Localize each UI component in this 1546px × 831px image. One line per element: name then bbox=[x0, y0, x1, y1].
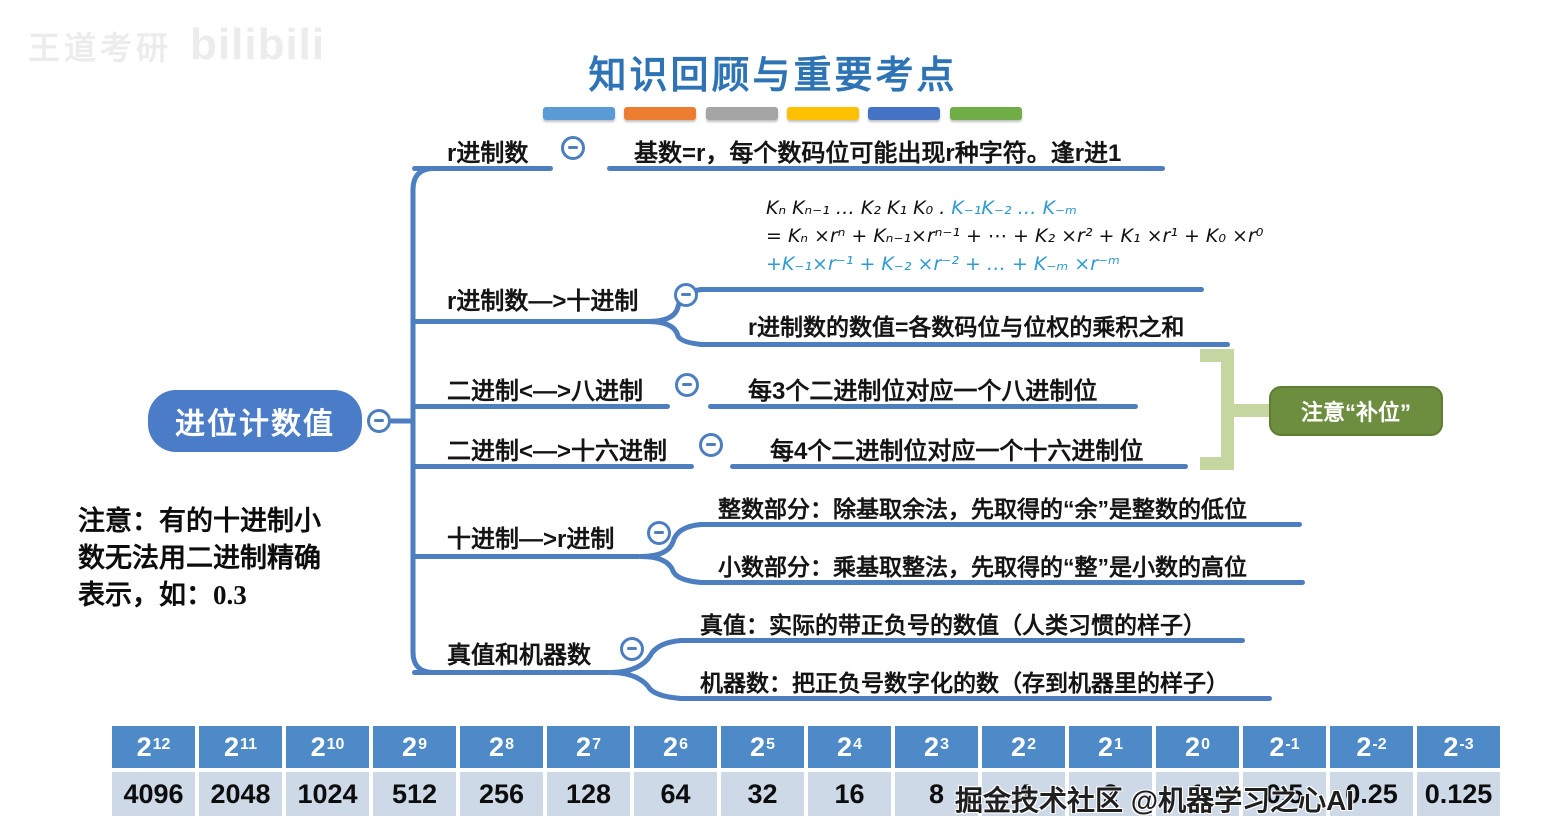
branch-underline bbox=[412, 670, 611, 675]
note-line: 数无法用二进制精确 bbox=[78, 543, 321, 573]
note-line: 注意：有的十进制小 bbox=[78, 506, 321, 536]
table-value-cell: 32 bbox=[721, 772, 804, 816]
table-value-cell: 512 bbox=[373, 772, 456, 816]
group-bracket bbox=[1234, 404, 1270, 417]
table-value-cell: 16 bbox=[808, 772, 891, 816]
branch-r-to-decimal-label: r进制数—>十进制 bbox=[447, 288, 639, 315]
collapse-icon[interactable] bbox=[620, 637, 644, 661]
branch-bin-oct-label: 二进制<—>八进制 bbox=[447, 378, 644, 405]
accent-bar-gold bbox=[787, 107, 859, 120]
group-bracket bbox=[1221, 349, 1234, 470]
table-value-cell: 2048 bbox=[199, 772, 282, 816]
branch-dec-to-r-label: 十进制—>r进制 bbox=[447, 526, 615, 553]
branch-underline bbox=[412, 554, 641, 559]
table-value-cell: 64 bbox=[634, 772, 717, 816]
root-node[interactable]: 进位计数值 bbox=[148, 390, 362, 452]
table-value-cell: 4096 bbox=[112, 772, 195, 816]
table-header-cell: 2-3 bbox=[1417, 726, 1500, 768]
accent-bar-darkblue bbox=[868, 107, 940, 120]
formula-integer-part: Kₙ Kₙ₋₁ … K₂ K₁ K₀ . bbox=[766, 197, 946, 219]
accent-bar-gray bbox=[706, 107, 778, 120]
collapse-icon[interactable] bbox=[675, 373, 699, 397]
branch-underline bbox=[698, 287, 1204, 292]
branch-truth-value-desc: 真值：实际的带正负号的数值（人类习惯的样子） bbox=[700, 612, 1206, 638]
branch-dec-to-r-integer-rule: 整数部分：除基取余法，先取得的“余”是整数的低位 bbox=[718, 496, 1247, 522]
branch-r-system-label: r进制数 bbox=[447, 140, 529, 167]
branch-underline bbox=[678, 638, 1245, 643]
branch-machine-number-desc: 机器数：把正负号数字化的数（存到机器里的样子） bbox=[700, 670, 1229, 696]
branch-underline bbox=[412, 166, 553, 171]
note-line: 表示，如：0.3 bbox=[78, 580, 247, 610]
table-header-cell: 2-2 bbox=[1330, 726, 1413, 768]
branch-bin-hex-desc: 每4个二进制位对应一个十六进制位 bbox=[770, 438, 1144, 465]
branch-r-to-decimal-desc: r进制数的数值=各数码位与位权的乘积之和 bbox=[748, 314, 1185, 340]
branch-bin-oct-desc: 每3个二进制位对应一个八进制位 bbox=[748, 378, 1098, 405]
branch-r-system-desc: 基数=r，每个数码位可能出现r种字符。逢r进1 bbox=[634, 140, 1122, 167]
formula-fraction-part: K₋₁K₋₂ … K₋ₘ bbox=[945, 197, 1077, 219]
branch-underline bbox=[678, 696, 1272, 701]
branch-bin-hex-label: 二进制<—>十六进制 bbox=[447, 438, 668, 465]
page-title: 知识回顾与重要考点 bbox=[588, 55, 958, 97]
decimal-fraction-note: 注意：有的十进制小 数无法用二进制精确 表示，如：0.3 bbox=[78, 503, 321, 614]
table-value-cell: 1 bbox=[1156, 772, 1239, 816]
collapse-icon[interactable] bbox=[647, 521, 671, 545]
branch-machine-number-label: 真值和机器数 bbox=[447, 642, 591, 669]
formula-expansion-fraction: +K₋₁×r⁻¹ + K₋₂ ×r⁻² + … + K₋ₘ ×r⁻ᵐ bbox=[766, 253, 1120, 275]
accent-bar-blue bbox=[543, 107, 615, 120]
table-value-cell: 0.25 bbox=[1330, 772, 1413, 816]
root-node-label: 进位计数值 bbox=[175, 408, 335, 441]
table-value-cell: 0.125 bbox=[1417, 772, 1500, 816]
branch-underline bbox=[708, 404, 1138, 409]
branch-underline bbox=[412, 319, 650, 324]
branch-underline bbox=[730, 464, 1188, 469]
table-value-cell: 8 bbox=[895, 772, 978, 816]
table-value-cell: 0.5 bbox=[1243, 772, 1326, 816]
formula-expansion-integer: = Kₙ ×rⁿ + Kₙ₋₁×rⁿ⁻¹ + ⋯ + K₂ ×r² + K₁ ×… bbox=[766, 225, 1264, 247]
table-value-cell: 2 bbox=[1069, 772, 1152, 816]
table-value-cell: 1024 bbox=[286, 772, 369, 816]
accent-bar-green bbox=[950, 107, 1022, 120]
watermark-bottom-right: 掘金技术社区 @机器学习之心AI bbox=[955, 785, 1355, 816]
branch-dec-to-r-fraction-rule: 小数部分：乘基取整法，先取得的“整”是小数的高位 bbox=[718, 554, 1247, 580]
table-value-cell: 256 bbox=[460, 772, 543, 816]
table-value-cell: 4 bbox=[982, 772, 1065, 816]
branch-underline bbox=[607, 166, 1165, 171]
branch-underline bbox=[412, 464, 694, 469]
branch-underline bbox=[698, 580, 1305, 585]
branch-underline bbox=[412, 404, 670, 409]
collapse-icon[interactable] bbox=[699, 433, 723, 457]
branch-underline bbox=[698, 522, 1302, 527]
collapse-icon[interactable] bbox=[674, 283, 698, 307]
watermark-top-left: 王道考研 bilibili bbox=[28, 20, 325, 70]
table-header-cell: 2-1 bbox=[1243, 726, 1326, 768]
padding-note-callout: 注意“补位” bbox=[1269, 386, 1443, 436]
group-bracket bbox=[1200, 457, 1234, 470]
positional-weight-formula: Kₙ Kₙ₋₁ … K₂ K₁ K₀ . K₋₁K₋₂ … K₋ₘ = Kₙ ×… bbox=[766, 194, 1263, 278]
branch-underline bbox=[698, 342, 1230, 347]
table-value-cell: 128 bbox=[547, 772, 630, 816]
collapse-icon[interactable] bbox=[367, 409, 391, 433]
watermark-channel-text: 王道考研 bbox=[28, 30, 173, 66]
padding-note-label: 注意“补位” bbox=[1300, 400, 1411, 425]
collapse-icon[interactable] bbox=[561, 136, 585, 160]
accent-bar-orange bbox=[624, 107, 696, 120]
bilibili-logo: bilibili bbox=[190, 20, 326, 69]
